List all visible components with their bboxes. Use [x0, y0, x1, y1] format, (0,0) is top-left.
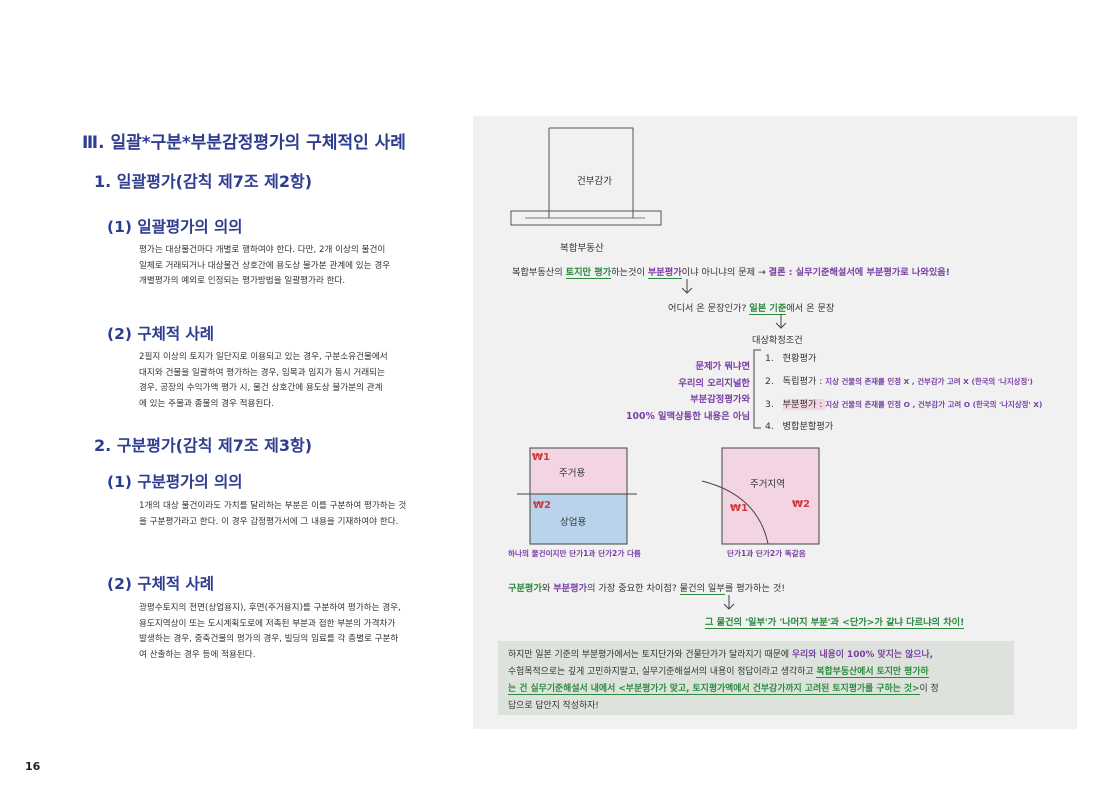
building-label: 건부감가	[577, 176, 612, 187]
conditions-title: 대상확정조건	[752, 335, 803, 346]
s2-case-text: 광평수토지의 전면(상업용지), 후면(주거용지)를 구분하여 평가하는 경우,…	[139, 603, 401, 660]
d2-caption: 단가1과 단가2가 똑같음	[727, 549, 806, 558]
s1-meaning-text: 평가는 대상물건마다 개별로 행하여야 한다. 다만, 2개 이상의 물건이 일…	[139, 245, 391, 287]
page-number: 16	[25, 760, 41, 773]
bracket	[753, 349, 761, 429]
arrow-down-icon	[775, 314, 787, 329]
d1-w2: ₩2	[533, 500, 551, 511]
d1-caption: 하나의 물건이지만 단가1과 단가2가 다름	[508, 549, 641, 558]
d2-label: 주거지역	[750, 479, 785, 490]
s2-title: 2. 구분평가(감칙 제7조 제3항)	[94, 436, 313, 455]
zone-diagram	[701, 447, 820, 545]
s1-meaning-title: (1) 일괄평가의 의의	[107, 218, 243, 236]
summary-box: 하지만 일본 기준의 부분평가에서는 토지단가와 건물단가가 달라지기 때문에 …	[498, 641, 1014, 715]
d2-w2: ₩2	[792, 499, 810, 510]
arrow-down-icon	[681, 279, 693, 294]
s1-case-title: (2) 구체적 사례	[107, 325, 215, 343]
problem-note: 문제가 뭐냐면 우리의 오리지널한 부분감정평가와 100% 일맥상통한 내용은…	[626, 361, 750, 422]
panel-line2: 어디서 온 문장인가? 일본 기준에서 온 문장	[668, 303, 835, 315]
d1-w1: ₩1	[532, 452, 550, 463]
section-heading: Ⅲ. 일괄*구분*부분감정평가의 구체적인 사례	[82, 133, 406, 153]
answer-line: 그 물건의 '일부'가 '나머지 부분'과 <단가>가 같냐 다르냐의 차이!	[705, 614, 965, 629]
condition-2: 2. 독립평가 : 지상 건물의 존재를 인정 X , 건부감가 고려 X (한…	[765, 376, 1033, 387]
panel-line1: 복합부동산의 토지만 평가하는것이 부분평가이냐 아니냐의 문제 → 결론 : …	[512, 267, 950, 279]
s2-meaning-title: (1) 구분평가의 의의	[107, 473, 243, 491]
s1-title: 1. 일괄평가(감칙 제7조 제2항)	[94, 172, 313, 191]
s2-meaning-text: 1개의 대상 물건이라도 가치를 달리하는 부분은 이를 구분하여 평가하는 것…	[139, 501, 407, 527]
s1-case-text: 2필지 이상의 토지가 일단지로 이용되고 있는 경우, 구분소유건물에서 대지…	[139, 352, 388, 409]
d1-bottom-label: 상업용	[560, 517, 587, 528]
split-building-diagram	[517, 447, 637, 545]
condition-1: 1. 현황평가	[765, 353, 817, 364]
complex-label: 복합부동산	[560, 243, 604, 254]
arrow-down-icon	[723, 595, 735, 610]
condition-4: 4. 병합분할평가	[765, 421, 834, 432]
s2-case-title: (2) 구체적 사례	[107, 575, 215, 593]
d1-top-label: 주거용	[559, 468, 586, 479]
condition-3: 3. 부분평가 : 지상 건물의 존재를 인정 O , 건부감가 고려 O (한…	[765, 399, 1043, 410]
d2-w1: ₩1	[730, 503, 748, 514]
question-line: 구분평가와 부분평가의 가장 중요한 차이점? 물건의 일부를 평가하는 것!	[508, 583, 786, 595]
building-diagram	[510, 127, 662, 226]
